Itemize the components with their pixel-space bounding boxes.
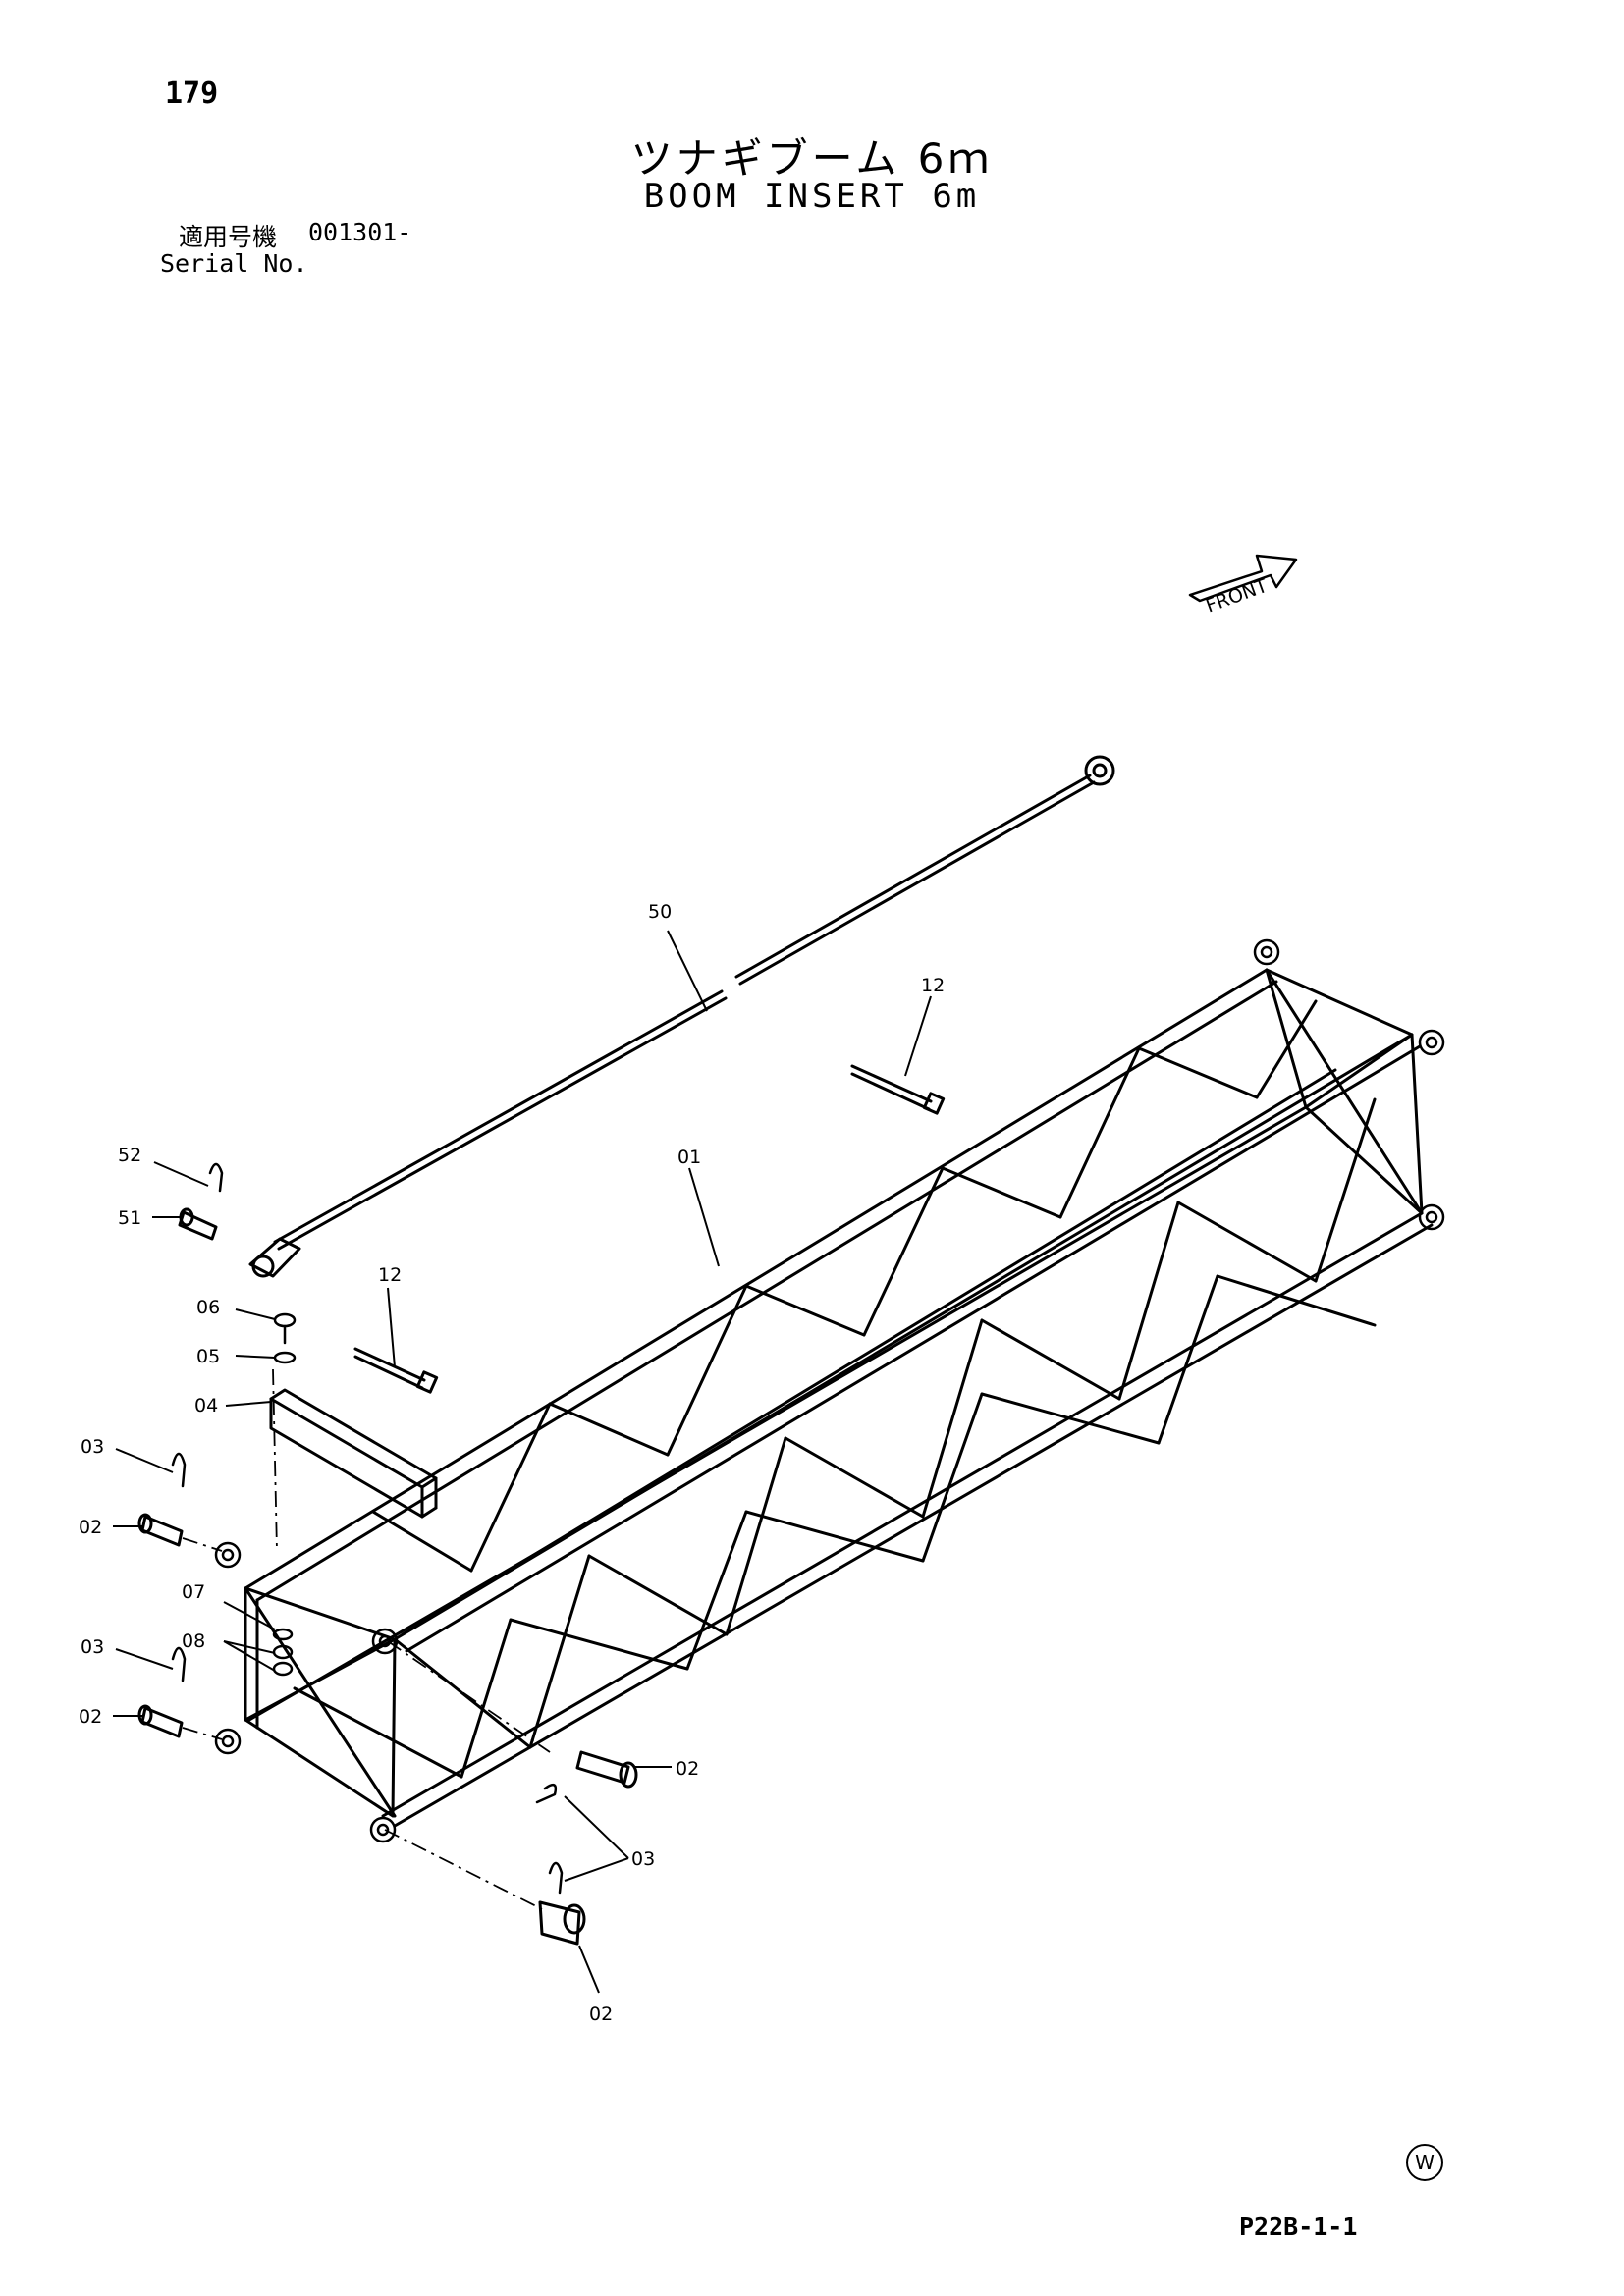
callout-03-right: 03 bbox=[631, 1848, 655, 1870]
callout-12-lower: 12 bbox=[378, 1264, 402, 1286]
front-direction-arrow bbox=[1188, 554, 1298, 603]
callout-02-right: 02 bbox=[676, 1758, 699, 1780]
callout-leaders bbox=[113, 930, 932, 1994]
title-japanese: ツナギブーム 6ｍ bbox=[630, 134, 994, 183]
boom-pins bbox=[137, 1207, 638, 1946]
boom-pin-lugs bbox=[214, 938, 1445, 1843]
callout-52: 52 bbox=[118, 1145, 141, 1166]
boom-lattice-frame bbox=[244, 968, 1434, 1828]
w-mark-icon: W bbox=[1406, 2144, 1443, 2181]
front-label: FRONT bbox=[1203, 575, 1271, 617]
callout-03-upper-left: 03 bbox=[81, 1436, 104, 1458]
callout-02-bottom: 02 bbox=[589, 2003, 613, 2025]
callout-01: 01 bbox=[677, 1147, 701, 1168]
serial-label-english: Serial No. bbox=[160, 249, 308, 278]
callout-07: 07 bbox=[182, 1581, 205, 1603]
cotter-pins bbox=[171, 1162, 564, 1895]
callout-08: 08 bbox=[182, 1630, 205, 1652]
callout-50: 50 bbox=[648, 901, 672, 923]
long-bolts bbox=[353, 1064, 946, 1394]
pendant-rod bbox=[248, 755, 1115, 1278]
small-fasteners bbox=[272, 1312, 297, 1677]
callout-04: 04 bbox=[194, 1395, 218, 1416]
document-code: P22B-1-1 bbox=[1239, 2213, 1358, 2241]
callout-06: 06 bbox=[196, 1297, 220, 1318]
callout-51: 51 bbox=[118, 1207, 141, 1229]
page-number: 179 bbox=[165, 77, 219, 111]
callout-12-upper: 12 bbox=[921, 975, 945, 996]
callout-05: 05 bbox=[196, 1346, 220, 1367]
title-english: BOOM INSERT 6m bbox=[643, 177, 981, 216]
serial-number-value: 001301- bbox=[308, 218, 412, 246]
callout-02-upper-left: 02 bbox=[79, 1517, 102, 1538]
bracket-plate bbox=[269, 1388, 438, 1519]
callout-02-lower-left: 02 bbox=[79, 1706, 102, 1728]
pin-axis-lines bbox=[182, 1368, 551, 1910]
serial-label-japanese: 適用号機 bbox=[179, 223, 278, 251]
callout-03-lower-left: 03 bbox=[81, 1636, 104, 1658]
